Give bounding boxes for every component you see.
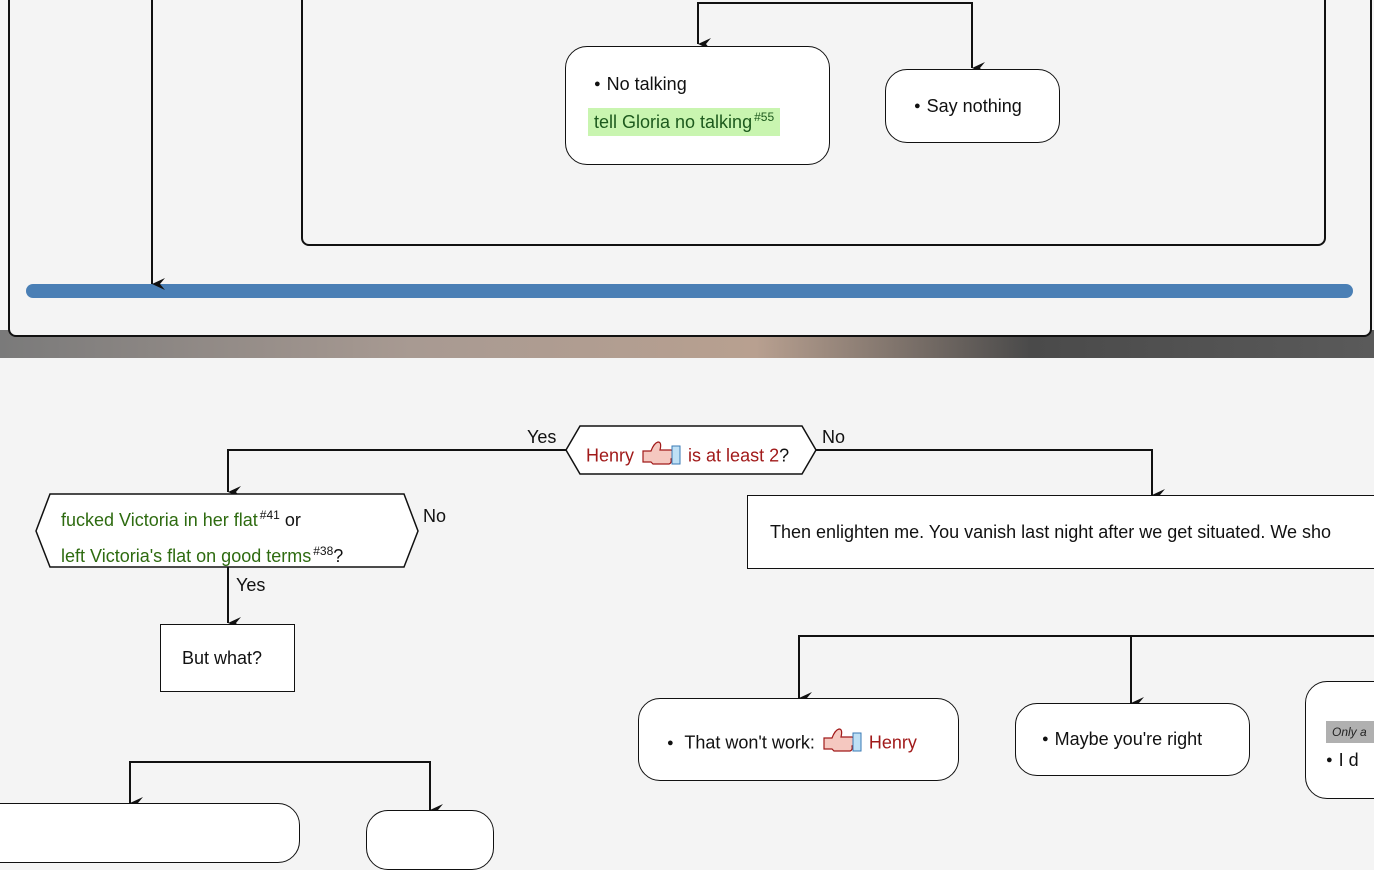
subcondition-ref2: #38: [313, 544, 334, 558]
choice-prefix: That won't work:: [684, 732, 815, 753]
choice-partial[interactable]: Only a I d: [1305, 681, 1374, 799]
subcondition-part1: fucked Victoria in her flat: [61, 510, 258, 530]
choice-label: I d: [1326, 750, 1359, 772]
subcondition-joiner: or: [284, 510, 301, 530]
choice-name: Henry: [868, 732, 917, 753]
subcondition-qmark: ?: [333, 546, 344, 566]
subcondition-part2: left Victoria's flat on good terms: [61, 546, 312, 566]
effect-text: tell Gloria no talking: [594, 112, 753, 132]
subcondition-text: fucked Victoria in her flat#41 or left V…: [61, 500, 343, 572]
effect-ref: #55: [754, 110, 775, 124]
choice-label: That won't work: Henry: [667, 728, 917, 760]
choice-label: Say nothing: [914, 96, 1022, 118]
box-text: Then enlighten me. You vanish last night…: [770, 522, 1332, 542]
subcondition-ref1: #41: [259, 508, 280, 522]
subcondition-no-label: No: [423, 506, 447, 526]
thumbs-up-icon: [641, 441, 681, 473]
box-text: But what?: [182, 648, 263, 668]
condition-no-label: No: [822, 427, 846, 447]
choice-bottom-left-1[interactable]: [0, 803, 300, 863]
effect-tag: tell Gloria no talking#55: [588, 108, 781, 136]
choice-label: No talking: [594, 74, 687, 96]
connector-lines: [35, 0, 1374, 816]
thumbs-up-icon: [822, 728, 862, 760]
choice-maybe[interactable]: Maybe you're right: [1015, 703, 1250, 776]
condition-predicate: is at least 2: [688, 445, 780, 466]
choice-say-nothing[interactable]: Say nothing: [885, 69, 1060, 143]
join-bar: [26, 284, 1353, 298]
choice-no-talking[interactable]: No talking tell Gloria no talking#55: [565, 46, 830, 165]
choice-bottom-left-2[interactable]: [366, 810, 494, 870]
condition-yes-label: Yes: [527, 427, 557, 447]
condition-qmark: ?: [779, 445, 790, 466]
choice-wont-work[interactable]: That won't work: Henry: [638, 698, 959, 781]
subcondition-yes-label: Yes: [236, 575, 266, 595]
condition-text: Henry is at least 2?: [586, 441, 789, 473]
box-but-what: But what?: [160, 624, 295, 692]
condition-subject: Henry: [586, 445, 635, 466]
condition-note: Only a: [1326, 721, 1374, 744]
choice-label: Maybe you're right: [1042, 729, 1203, 751]
box-enlighten: Then enlighten me. You vanish last night…: [747, 495, 1374, 569]
